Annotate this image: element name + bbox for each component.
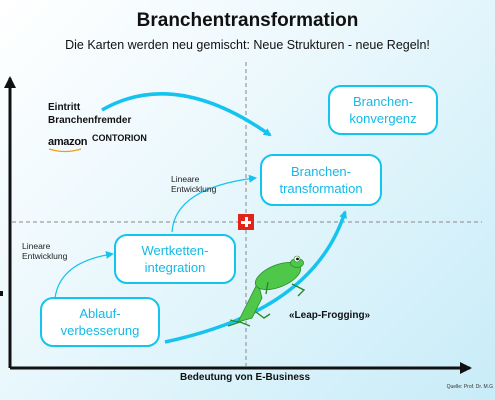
box-branchenkonvergenz-label: Branchen- konvergenz bbox=[349, 94, 417, 126]
box-branchenkonvergenz: Branchen- konvergenz bbox=[328, 85, 438, 135]
x-axis-label: Bedeutung von E-Business bbox=[179, 372, 310, 383]
arrow-leap-frogging bbox=[164, 210, 347, 344]
amazon-logo: amazon bbox=[48, 136, 88, 148]
frog-icon bbox=[227, 255, 306, 327]
box-branchentransformation-label: Branchen- transformation bbox=[279, 164, 363, 196]
label-eintritt-branchenfremder: Eintritt Branchenfremder bbox=[48, 102, 132, 126]
box-ablaufverbesserung: Ablauf- verbesserung bbox=[40, 297, 160, 347]
contorion-logo: CONTORION bbox=[92, 133, 147, 143]
box-wertkettenintegration-label: Wertketten- integration bbox=[141, 243, 209, 275]
page-title: Branchentransformation bbox=[136, 10, 359, 31]
arrow-eintritt bbox=[101, 92, 272, 137]
page-subtitle: Die Karten werden neu gemischt: Neue Str… bbox=[65, 38, 430, 52]
label-lineare-entwicklung-upper: Lineare Entwicklung bbox=[171, 174, 217, 194]
source-note: Quelle: Prof. Dr. M.G bbox=[446, 384, 493, 390]
amazon-smile-icon bbox=[48, 148, 82, 153]
box-branchentransformation: Branchen- transformation bbox=[260, 154, 382, 206]
axis-tick-mark bbox=[0, 291, 3, 296]
swiss-flag-icon bbox=[238, 214, 254, 230]
box-wertkettenintegration: Wertketten- integration bbox=[114, 234, 236, 284]
arrow-linear-upper bbox=[171, 174, 257, 233]
arrow-linear-lower bbox=[54, 250, 114, 299]
box-ablaufverbesserung-label: Ablauf- verbesserung bbox=[60, 306, 140, 338]
label-leap-frogging: «Leap-Frogging» bbox=[289, 310, 371, 321]
label-lineare-entwicklung-lower: Lineare Entwicklung bbox=[22, 241, 68, 261]
